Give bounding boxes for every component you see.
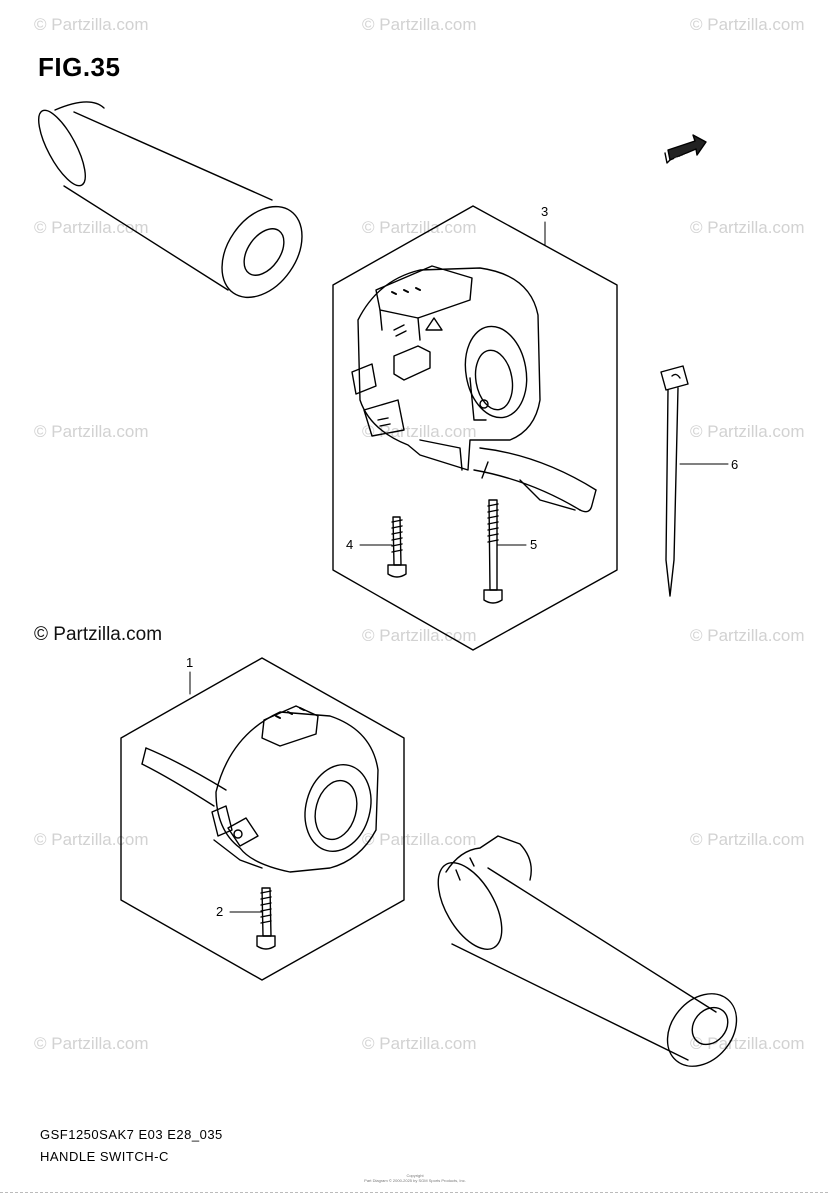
right-handle-switch <box>351 265 597 513</box>
watermark: © Partzilla.com <box>362 218 477 237</box>
watermark: © Partzilla.com <box>690 422 805 441</box>
brand-label: © Partzilla.com <box>34 624 163 645</box>
copyright-note: Copyright Part Diagram © 2000-2025 by SG… <box>330 1173 500 1183</box>
screw-5 <box>483 499 503 604</box>
watermark: © Partzilla.com <box>690 15 805 34</box>
left-handle-switch <box>141 705 379 873</box>
leader-lines <box>189 221 729 913</box>
callout-4: 4 <box>346 537 353 552</box>
watermark: © Partzilla.com <box>34 218 149 237</box>
watermark: © Partzilla.com <box>34 15 149 34</box>
callout-2: 2 <box>216 904 223 919</box>
watermark: © Partzilla.com <box>690 626 805 645</box>
watermark: © Partzilla.com <box>362 830 477 849</box>
watermark: © Partzilla.com <box>690 830 805 849</box>
left-grip <box>38 101 303 299</box>
callout-3: 3 <box>541 204 548 219</box>
right-grip <box>437 835 738 1067</box>
diagram-caption: HANDLE SWITCH-C <box>40 1149 169 1164</box>
watermark: © Partzilla.com <box>34 830 149 849</box>
assembly-frame-upper <box>332 205 618 651</box>
screw-4 <box>387 516 407 578</box>
watermark: © Partzilla.com <box>690 1034 805 1053</box>
cable-tie-6 <box>660 365 689 597</box>
watermark: © Partzilla.com <box>34 1034 149 1053</box>
bottom-divider <box>0 1192 828 1193</box>
watermark: © Partzilla.com <box>362 626 477 645</box>
screw-2 <box>256 887 276 950</box>
copyright-line-2: Part Diagram © 2000-2025 by SGM Sports P… <box>364 1178 466 1183</box>
fwd-arrow-icon <box>664 134 707 164</box>
assembly-frame-lower <box>120 657 405 981</box>
callout-1: 1 <box>186 655 193 670</box>
watermark: © Partzilla.com <box>690 218 805 237</box>
copyright-line-1: Copyright <box>406 1173 424 1178</box>
callout-5: 5 <box>530 537 537 552</box>
watermark: © Partzilla.com <box>362 1034 477 1053</box>
figure-title: FIG.35 <box>38 52 121 82</box>
callout-6: 6 <box>731 457 738 472</box>
watermark: © Partzilla.com <box>362 15 477 34</box>
diagram-code: GSF1250SAK7 E03 E28_035 <box>40 1127 223 1142</box>
watermark: © Partzilla.com <box>34 422 149 441</box>
